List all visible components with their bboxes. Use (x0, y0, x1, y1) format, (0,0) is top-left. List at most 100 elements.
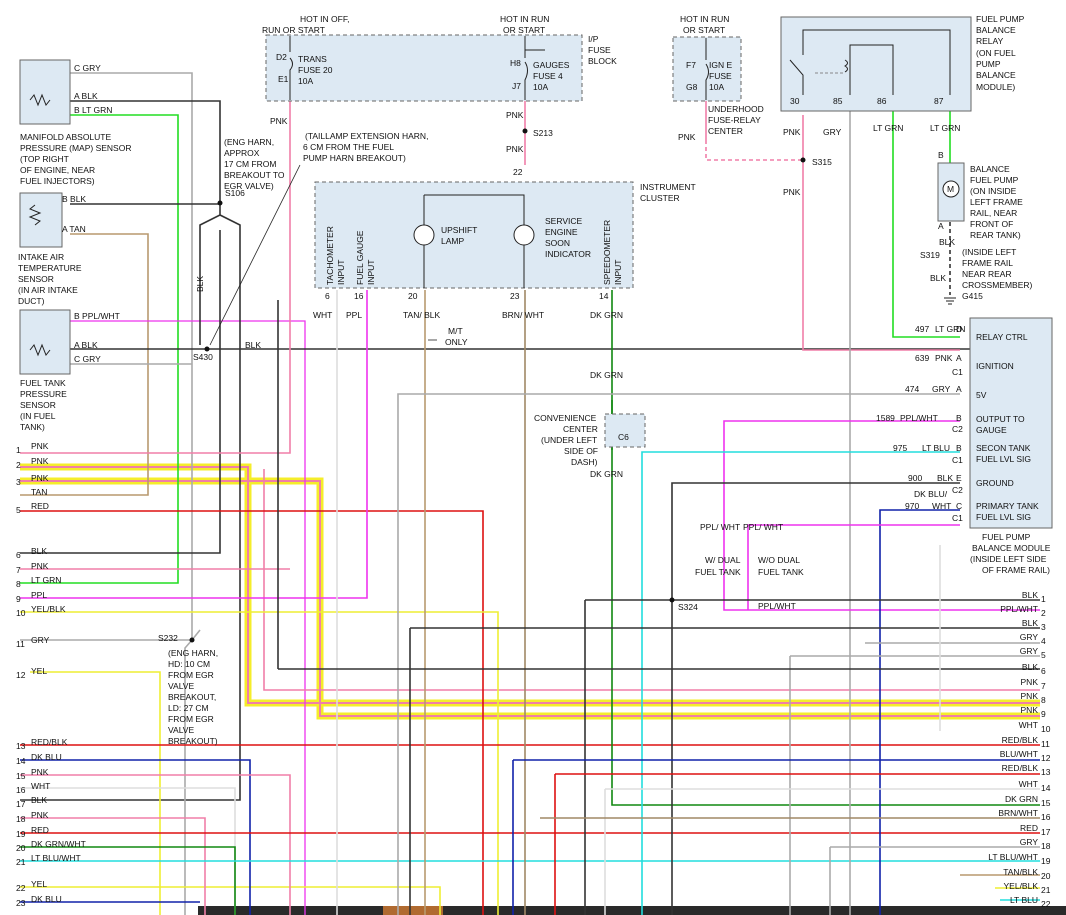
svg-text:C GRY: C GRY (74, 63, 101, 73)
svg-text:F7: F7 (686, 60, 696, 70)
right-connector-wire-color: RED (1020, 823, 1038, 833)
balance-fuel-pump: M BALANCE FUEL PUMP (ON INSIDE LEFT FRAM… (920, 150, 1033, 305)
left-connector-pin: 17 (16, 799, 26, 809)
left-connector-wire-color: GRY (31, 635, 50, 645)
right-connector-pin: 12 (1041, 753, 1051, 763)
right-connector-pin: 19 (1041, 856, 1051, 866)
svg-text:30: 30 (790, 96, 800, 106)
svg-text:A BLK: A BLK (74, 91, 98, 101)
svg-text:(TOP RIGHT: (TOP RIGHT (20, 154, 69, 164)
left-connector-pin: 12 (16, 670, 26, 680)
svg-text:FUEL PUMP: FUEL PUMP (976, 14, 1025, 24)
svg-text:DK GRN: DK GRN (590, 370, 623, 380)
right-connector-pin: 3 (1041, 622, 1046, 632)
svg-text:(INSIDE LEFT: (INSIDE LEFT (962, 247, 1016, 257)
svg-text:SERVICE: SERVICE (545, 216, 582, 226)
left-connector-wire-color: BLK (31, 546, 47, 556)
fuel-pump-balance-relay: FUEL PUMP BALANCE RELAY (ON FUEL PUMP BA… (780, 14, 1025, 112)
left-connector-pin: 3 (16, 477, 21, 487)
svg-text:PNK: PNK (270, 116, 288, 126)
right-connector-wire-color: YEL/BLK (1004, 881, 1039, 891)
svg-text:A BLK: A BLK (74, 340, 98, 350)
svg-text:(ON INSIDE: (ON INSIDE (970, 186, 1017, 196)
bottom-strip (198, 906, 1066, 915)
svg-text:PNK: PNK (506, 110, 524, 120)
right-connector-wire-color: PNK (1021, 691, 1039, 701)
svg-text:UPSHIFT: UPSHIFT (441, 225, 477, 235)
svg-text:474: 474 (905, 384, 919, 394)
svg-text:A: A (938, 221, 944, 231)
svg-text:FUSE-RELAY: FUSE-RELAY (708, 115, 761, 125)
svg-text:GAUGE: GAUGE (976, 425, 1007, 435)
right-connector-wire-color: PPL/WHT (1000, 604, 1038, 614)
left-connector-wire-color: TAN (31, 487, 47, 497)
svg-text:GRY: GRY (932, 384, 951, 394)
svg-text:SOON: SOON (545, 238, 570, 248)
left-connector-wire-color: PPL (31, 590, 47, 600)
left-connector-pin: 14 (16, 756, 26, 766)
svg-text:BALANCE: BALANCE (976, 25, 1016, 35)
left-connector-pin: 16 (16, 785, 26, 795)
svg-text:SENSOR: SENSOR (20, 400, 56, 410)
svg-text:S319: S319 (920, 250, 940, 260)
svg-text:I/P: I/P (588, 34, 599, 44)
svg-text:14: 14 (599, 291, 609, 301)
svg-text:FUSE: FUSE (709, 71, 732, 81)
svg-text:J7: J7 (512, 81, 521, 91)
left-connector-wire-color: RED/BLK (31, 737, 68, 747)
svg-text:WHT: WHT (313, 310, 332, 320)
svg-text:975: 975 (893, 443, 907, 453)
svg-text:FUSE 4: FUSE 4 (533, 71, 563, 81)
svg-text:FUEL LVL SIG: FUEL LVL SIG (976, 512, 1031, 522)
underhood-fuse-relay-center: HOT IN RUN OR START F7 G8 IGN E FUSE 10A… (672, 14, 764, 136)
left-connector-pin: 18 (16, 814, 26, 824)
svg-text:FUEL INJECTORS): FUEL INJECTORS) (20, 176, 95, 186)
left-connector-wire-color: WHT (31, 781, 50, 791)
svg-text:(IN FUEL: (IN FUEL (20, 411, 56, 421)
right-connector-wire-color: WHT (1019, 779, 1038, 789)
svg-text:BALANCE: BALANCE (976, 70, 1016, 80)
right-connector-pin: 20 (1041, 871, 1051, 881)
svg-text:FUEL TANK: FUEL TANK (758, 567, 804, 577)
harness-notes: (ENG HARN, APPROX 17 CM FROM BREAKOUT TO… (168, 131, 804, 746)
svg-text:FUSE 20: FUSE 20 (298, 65, 333, 75)
right-connector-pin: 22 (1041, 899, 1051, 909)
right-connector-pin: 17 (1041, 827, 1051, 837)
svg-text:B BLK: B BLK (62, 194, 86, 204)
left-connector-wire-color: PNK (31, 456, 49, 466)
motor-symbol: M (947, 184, 954, 194)
left-connector-pin: 6 (16, 550, 21, 560)
right-connector-wire-color: GRY (1020, 837, 1039, 847)
svg-text:HOT IN RUN: HOT IN RUN (500, 14, 549, 24)
fuel-tank-pressure-sensor: FUEL TANK PRESSURE SENSOR (IN FUEL TANK)… (19, 309, 120, 432)
left-connector-pin: 10 (16, 608, 26, 618)
svg-text:87: 87 (934, 96, 944, 106)
svg-text:ENGINE: ENGINE (545, 227, 578, 237)
svg-text:639: 639 (915, 353, 929, 363)
svg-text:(TAILLAMP EXTENSION HARN,: (TAILLAMP EXTENSION HARN, (305, 131, 428, 141)
left-connector-wire-color: LT BLU/WHT (31, 853, 81, 863)
svg-text:LT BLU: LT BLU (922, 443, 950, 453)
svg-text:(ON FUEL: (ON FUEL (976, 48, 1016, 58)
right-connector-wire-color: GRY (1020, 646, 1039, 656)
svg-text:OR START: OR START (503, 25, 545, 35)
svg-text:(ENG HARN,: (ENG HARN, (224, 137, 274, 147)
svg-text:D2: D2 (276, 52, 287, 62)
right-connector-wire-color: RED/BLK (1002, 763, 1039, 773)
svg-text:SECON TANK: SECON TANK (976, 443, 1031, 453)
svg-text:CENTER: CENTER (708, 126, 743, 136)
svg-text:1589: 1589 (876, 413, 895, 423)
svg-text:LEFT FRAME: LEFT FRAME (970, 197, 1023, 207)
svg-text:TEMPERATURE: TEMPERATURE (18, 263, 82, 273)
svg-text:BREAKOUT): BREAKOUT) (168, 736, 218, 746)
svg-text:PNK: PNK (783, 127, 801, 137)
right-connector-pin: 2 (1041, 608, 1046, 618)
svg-text:INPUT: INPUT (613, 260, 623, 286)
svg-text:6 CM FROM THE FUEL: 6 CM FROM THE FUEL (303, 142, 394, 152)
left-connector-wire-color: PNK (31, 561, 49, 571)
left-connector-pin: 22 (16, 883, 26, 893)
svg-text:GRY: GRY (823, 127, 842, 137)
svg-text:PPL: PPL (346, 310, 362, 320)
svg-text:22: 22 (513, 167, 523, 177)
